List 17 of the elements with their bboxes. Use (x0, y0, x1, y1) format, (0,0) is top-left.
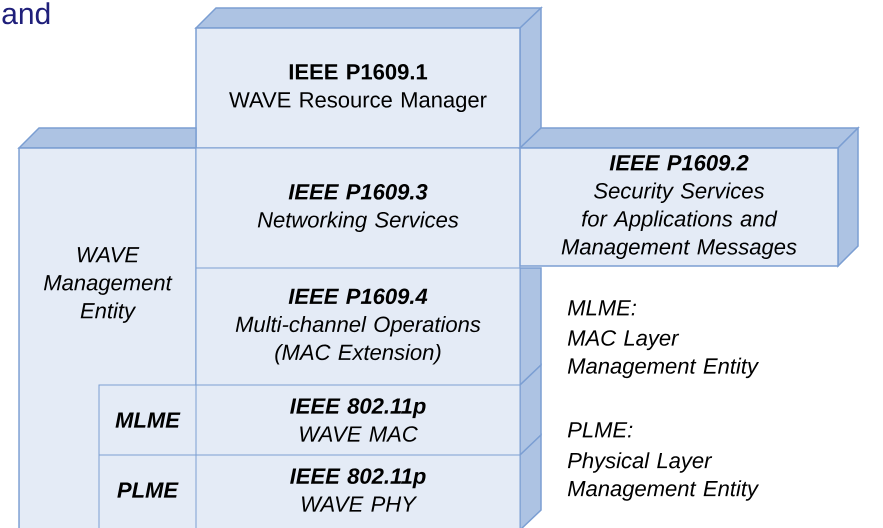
box-label: IEEE 802.11p WAVE PHY (290, 468, 426, 512)
layer-box (196, 148, 520, 268)
box-label: IEEE P1609.3 Networking Services (258, 184, 458, 232)
note-text: PLME: (568, 422, 632, 438)
layer-cell (98, 454, 196, 528)
note-text: MLME: (568, 300, 636, 316)
box-label: MLME (116, 412, 180, 428)
box-label: IEEE 802.11p WAVE MAC (290, 398, 426, 442)
box-label: PLME (117, 482, 179, 498)
box-label: IEEE P1609.2 Security Services for Applications and Management Messages (562, 155, 797, 259)
layer-cell (98, 384, 196, 456)
note-text: Physical Layer Management Entity (568, 452, 760, 501)
box-label: IEEE P1609.1 WAVE Resource Manager (229, 64, 487, 112)
title: and (2, 2, 50, 24)
box-label: IEEE P1609.4 Multi-channel Operations (MAC Extension) (236, 288, 480, 364)
note-text: MAC Layer Management Entity (568, 330, 760, 378)
box-label: WAVE Management Entity (44, 247, 172, 323)
